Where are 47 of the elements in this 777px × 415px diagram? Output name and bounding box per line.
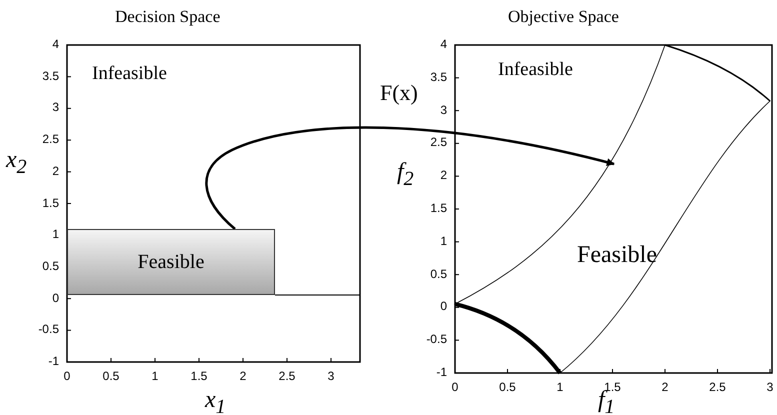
tick-label: -0.5 — [38, 323, 59, 336]
panel-title: Objective Space — [508, 8, 619, 25]
axis-label: x$_{2}$ — [6, 148, 27, 177]
tick-label: 1 — [52, 228, 59, 240]
tick-label: 1.5 — [430, 202, 447, 214]
region-label: Feasible — [577, 243, 657, 267]
tick-label: -1 — [436, 366, 447, 378]
tick-label: 3.5 — [430, 70, 447, 83]
tick-label: -0.5 — [426, 333, 447, 346]
axis-label: f$_{2}$ — [397, 160, 414, 189]
arrow — [205, 126, 615, 230]
tick-label: 3 — [52, 101, 59, 114]
tick-label: 1.5 — [42, 196, 59, 208]
tick-label: 4 — [52, 38, 59, 50]
tick-label: 0.5 — [499, 381, 516, 393]
tick-label: 1 — [556, 381, 564, 393]
tick-label: 3 — [766, 381, 774, 393]
tick-label: 0 — [440, 300, 447, 312]
tick-label: 2 — [240, 370, 246, 382]
edge-label: F(x) — [378, 82, 420, 104]
tick-label: 1 — [152, 370, 158, 382]
tick-label: 0.5 — [430, 268, 447, 280]
panel-title: Decision Space — [115, 8, 220, 25]
tick-label: 2 — [440, 169, 447, 182]
tick-label: 0.5 — [42, 260, 59, 272]
region-label: Infeasible — [498, 60, 573, 79]
tick-label: 1 — [440, 234, 447, 247]
tick-label: 2 — [662, 381, 668, 393]
tick-label: 3 — [440, 104, 447, 116]
tick-label: 0 — [64, 370, 70, 382]
region-label: Infeasible — [92, 64, 167, 83]
tick-label: 2 — [52, 164, 59, 177]
tick-label: 4 — [440, 38, 447, 50]
tick-label: 3 — [328, 370, 334, 382]
tick-label: -1 — [48, 355, 59, 367]
tick-label: 0 — [452, 381, 458, 393]
tick-label: 2.5 — [709, 381, 726, 393]
tick-label: 2.5 — [278, 370, 296, 382]
tick-label: 0.5 — [102, 370, 120, 382]
tick-label: 1.5 — [190, 370, 208, 382]
region-label: Feasible — [138, 252, 204, 272]
tick-label: 3.5 — [42, 70, 59, 82]
tick-label: 2.5 — [42, 133, 59, 146]
axis-label: x$_{1}$ — [205, 388, 226, 415]
feasible-region-box — [67, 229, 275, 295]
tick-label: 2.5 — [430, 136, 447, 148]
tick-label: 0 — [52, 292, 59, 304]
